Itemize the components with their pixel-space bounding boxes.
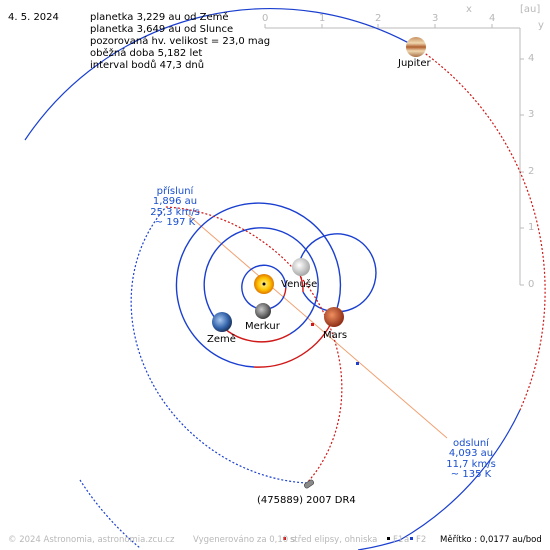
jupiter-planet [406,37,426,57]
mars-label: Mars [323,330,348,341]
unit-label: [au] [520,4,541,15]
info-line-2: planetka 3,649 au od Slunce [90,24,234,35]
y-tick-3: 3 [528,109,535,120]
asteroid-orbit [130,206,343,484]
focus-f2-marker [356,362,359,365]
ellipse-center-marker [311,323,314,326]
y-tick-1: 1 [528,222,535,233]
mars-orbit [175,202,342,368]
sun-center-dot [262,282,266,286]
aphelion-speed: 11,7 km/s [446,459,496,470]
y-tick-2: 2 [528,166,535,177]
legend-f2: F2 [416,535,427,545]
legend-f1: F1 [393,535,404,545]
info-line-4: oběžná doba 5,182 let [90,48,203,59]
jupiter-label: Jupiter [398,58,431,69]
perihelion-speed: 25,3 km/s [150,207,200,218]
axis-frame [264,24,524,286]
earth-label: Země [207,334,236,345]
asteroid-label: (475889) 2007 DR4 [257,495,356,506]
legend-a: a [404,535,410,545]
mars-planet [324,307,344,327]
aphelion-distance: 4,093 au [448,448,494,459]
x-tick-0: 0 [262,13,269,24]
y-axis-label: y [538,20,544,31]
perihelion-distance: 1,896 au [152,196,198,207]
legend-center: střed elipsy, ohniska [290,535,378,545]
earth-planet [212,312,232,332]
y-tick-0: 0 [528,279,535,290]
x-tick-4: 4 [489,13,496,24]
x-axis-label: x [466,4,472,15]
aphelion-title: odsluní [453,438,489,449]
info-line-5: interval bodů 47,3 dnů [90,60,205,71]
venus-orbit [297,233,377,313]
info-line-3: pozorovaná hv. velikost = 23,0 mag [90,36,271,47]
x-tick-2: 2 [375,13,382,24]
y-tick-4: 4 [528,53,535,64]
date-label: 4. 5. 2024 [8,12,59,23]
venus-label: Venuše [281,279,318,290]
asteroid-marker [303,479,315,489]
mercury-label: Merkur [245,321,280,332]
perihelion-title: přísluní [156,186,194,197]
scale-label: Měřítko : 0,0177 au/bod [440,535,542,545]
generated-time: Vygenerováno za 0,10 s [193,535,296,545]
x-axis-ticks [264,24,493,28]
legend-swatches [283,537,413,540]
info-line-1: planetka 3,229 au od Země [90,12,229,23]
copyright-link[interactable]: © 2024 Astronomia, astronomia.zcu.cz [8,535,175,545]
aphelion-temperature: ~ 135 K [450,469,492,480]
x-tick-1: 1 [319,13,326,24]
mercury-planet [255,303,271,319]
perihelion-temperature: ~ 197 K [154,217,196,228]
venus-planet [292,258,310,276]
x-tick-3: 3 [432,13,439,24]
apsidal-line [186,213,448,439]
